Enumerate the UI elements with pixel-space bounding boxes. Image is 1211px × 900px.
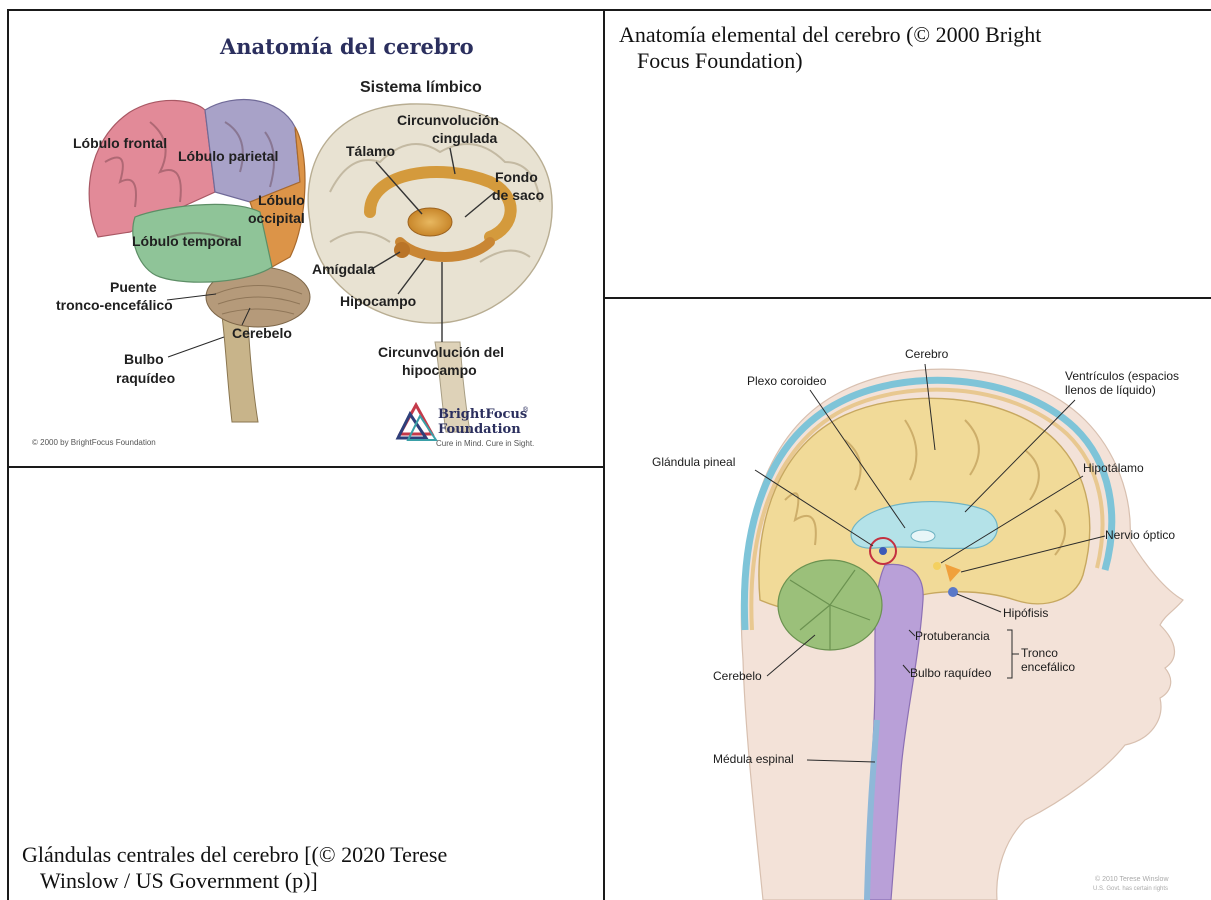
label-medulla: Bulbo (124, 351, 164, 367)
hypothalamus-shape (933, 562, 941, 570)
logo-tagline: Cure in Mind. Cure in Sight. (436, 439, 534, 448)
caption-line: Winslow / US Government (p)] (22, 868, 447, 894)
label-pineal-gland: Glándula pineal (652, 455, 735, 469)
label-thalamus: Tálamo (346, 143, 395, 159)
caption-line: Focus Foundation) (619, 48, 1041, 74)
label-amygdala: Amígdala (312, 261, 375, 277)
figure-central-glands-svg: Cerebro Plexo coroideo Ventrículos (espa… (605, 300, 1211, 900)
leader-line (168, 337, 224, 357)
caption-central-glands: Glándulas centrales del cerebro [(© 2020… (22, 842, 447, 894)
label-cingulate-gyrus: cingulada (432, 130, 498, 146)
logo-triangle-red (400, 405, 432, 434)
label-occipital-lobe: Lóbulo (258, 192, 305, 208)
figure-subtitle: Sistema límbico (360, 79, 482, 96)
rule-top (7, 9, 1211, 11)
label-medulla: raquídeo (116, 370, 175, 386)
label-cerebrum: Cerebro (905, 347, 949, 361)
label-pons: Puente (110, 279, 157, 295)
caption-line: Anatomía elemental del cerebro (© 2000 B… (619, 22, 1041, 47)
rule-left-horizontal (7, 466, 605, 468)
figure-copyright: © 2000 by BrightFocus Foundation (32, 438, 156, 447)
brightfocus-logo: BrightFocus ® Foundation Cure in Mind. C… (398, 405, 534, 448)
label-parietal-lobe: Lóbulo parietal (178, 148, 278, 164)
label-medulla: Bulbo raquídeo (910, 666, 992, 680)
figure-central-glands: Cerebro Plexo coroideo Ventrículos (espa… (605, 300, 1211, 900)
label-parahippocampal-gyrus: Circunvolución del (378, 344, 504, 360)
label-fornix: Fondo (495, 169, 538, 185)
figure-title: Anatomía del cerebro (219, 34, 474, 59)
label-frontal-lobe: Lóbulo frontal (73, 135, 167, 151)
label-parahippocampal-gyrus: hipocampo (402, 362, 477, 378)
caption-line: Glándulas centrales del cerebro [(© 2020… (22, 842, 447, 867)
label-cerebellum: Cerebelo (713, 669, 762, 683)
caption-brain-anatomy: Anatomía elemental del cerebro (© 2000 B… (619, 22, 1041, 74)
label-pons: Protuberancia (915, 629, 990, 643)
label-pituitary: Hipófisis (1003, 606, 1048, 620)
label-fornix: de saco (492, 187, 544, 203)
label-cingulate-gyrus: Circunvolución (397, 112, 499, 128)
label-temporal-lobe: Lóbulo temporal (132, 233, 242, 249)
ventricle-inner (911, 530, 935, 542)
label-hippocampus: Hipocampo (340, 293, 416, 309)
rule-right-horizontal (603, 297, 1211, 299)
watermark: U.S. Govt. has certain rights (1093, 886, 1168, 892)
label-ventricles: Ventrículos (espacios (1065, 369, 1179, 383)
label-choroid-plexus: Plexo coroideo (747, 374, 827, 388)
label-ventricles: llenos de líquido) (1065, 383, 1156, 397)
pituitary-shape (948, 587, 958, 597)
label-hypothalamus: Hipotálamo (1083, 461, 1144, 475)
label-cerebellum: Cerebelo (232, 325, 292, 341)
logo-registered-mark: ® (522, 406, 529, 414)
figure-brain-anatomy-svg: Anatomía del cerebro Sistema límbico Lób… (10, 12, 602, 464)
label-spinal-cord: Médula espinal (713, 752, 794, 766)
label-optic-nerve: Nervio óptico (1105, 528, 1175, 542)
label-pons: tronco-encefálico (56, 297, 173, 313)
label-brainstem: Tronco (1021, 646, 1058, 660)
label-brainstem: encefálico (1021, 660, 1075, 674)
label-occipital-lobe: occipital (248, 210, 305, 226)
figure-brain-anatomy: Anatomía del cerebro Sistema límbico Lób… (10, 12, 602, 464)
rule-left (7, 9, 9, 900)
thalamus-shape (408, 208, 452, 236)
logo-text: Foundation (438, 422, 521, 437)
watermark: © 2010 Terese Winslow (1095, 875, 1169, 883)
pineal-gland-shape (879, 547, 887, 555)
amygdala-shape (394, 242, 410, 258)
logo-text: BrightFocus (438, 407, 527, 422)
